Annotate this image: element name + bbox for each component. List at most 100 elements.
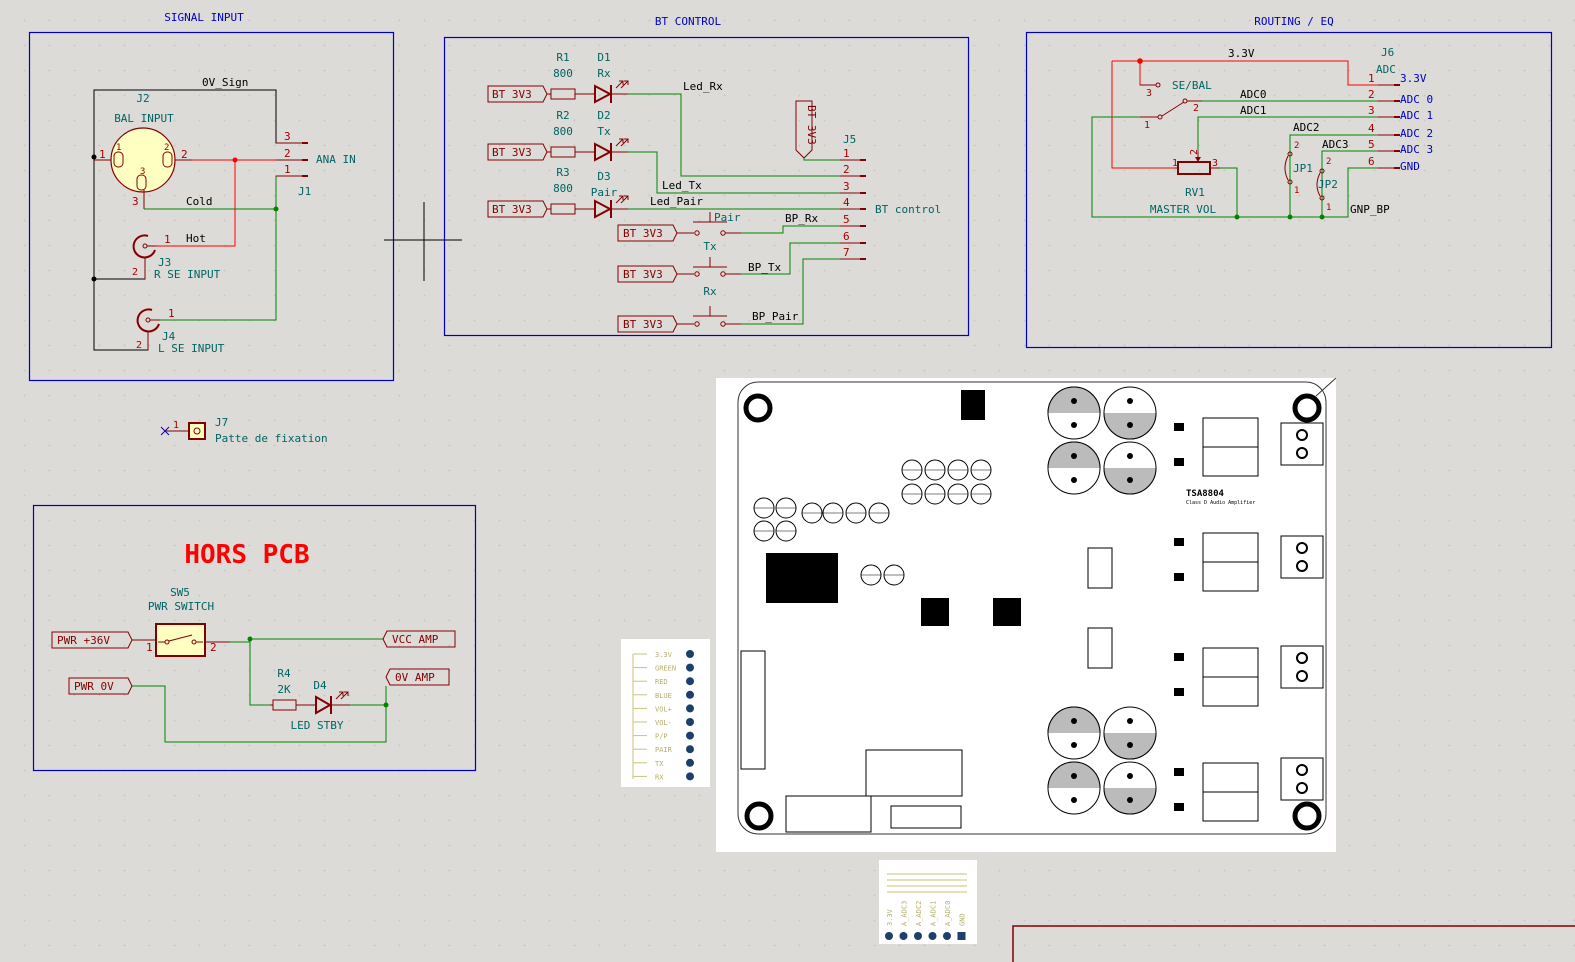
small-capacitor <box>753 497 775 519</box>
switch-se-bal[interactable]: 3 SE/BAL 2 1 <box>1140 79 1212 131</box>
svg-text:D2: D2 <box>597 109 610 122</box>
small-capacitor <box>845 502 867 524</box>
pin-number: 6 <box>843 230 850 243</box>
bulk-capacitor <box>1103 706 1157 760</box>
pin-number: 6 <box>1368 155 1375 168</box>
jumper-jp2[interactable]: JP2 2 1 <box>1316 157 1338 213</box>
j5-pin-6[interactable]: 6 <box>840 230 866 244</box>
small-capacitor <box>822 502 844 524</box>
svg-text:3: 3 <box>1212 158 1218 169</box>
pinout-row: BLUE <box>633 690 694 700</box>
svg-text:3: 3 <box>132 195 139 208</box>
power-label-pwr36v: PWR +36V <box>51 631 133 649</box>
bulk-capacitor <box>1047 761 1101 815</box>
dsp-chip <box>766 553 838 603</box>
resistor-r1[interactable] <box>550 88 576 100</box>
sheet-hors-pcb[interactable]: HORS PCB PWR +36V SW5 PWR SWITCH 1 2 VCC… <box>32 504 477 772</box>
svg-text:D4: D4 <box>313 679 327 692</box>
small-capacitor <box>924 459 946 481</box>
led-d4[interactable]: D4 LED STBY <box>291 679 350 732</box>
switch-sw5[interactable]: SW5 PWR SWITCH 1 2 <box>132 586 230 657</box>
switch-pair[interactable]: BT 3V3 Pair <box>617 211 741 242</box>
pinout-row: VOL- <box>633 718 694 727</box>
pin-name: ADC 2 <box>1400 127 1433 140</box>
svg-text:1: 1 <box>146 641 153 654</box>
pinout-row: PAIR <box>633 745 694 754</box>
svg-text:1: 1 <box>173 420 179 431</box>
svg-text:2: 2 <box>210 641 217 654</box>
j5-pin-7[interactable]: 7 <box>840 246 866 260</box>
wire-adc1 <box>1197 116 1378 152</box>
wire-cold-j4 <box>160 175 300 321</box>
sheet-routing-eq[interactable]: ROUTING / EQ 3.3V 3 SE/BAL 2 1 ADC0 ADC1… <box>1025 15 1553 349</box>
svg-text:LED STBY: LED STBY <box>291 719 344 732</box>
j5-pin-5[interactable]: 5 <box>840 213 866 227</box>
j2-bal-input-connector[interactable]: J2 BAL INPUT 1 2 3 1 2 3 <box>94 92 192 209</box>
j6-value: ADC <box>1376 63 1396 76</box>
svg-text:2: 2 <box>136 340 142 351</box>
svg-text:R1: R1 <box>556 51 569 64</box>
small-capacitor <box>883 564 905 586</box>
usb-header <box>785 795 872 833</box>
resistor-r4[interactable]: R4 2K <box>270 667 316 711</box>
j2-value: BAL INPUT <box>114 112 174 125</box>
wire-gnd-bp <box>1091 116 1378 218</box>
pin-name: ADC 0 <box>1400 93 1433 106</box>
led-d1[interactable] <box>594 84 613 104</box>
pinout-row: P/P <box>633 731 694 741</box>
led-d3[interactable] <box>594 199 613 219</box>
svg-text:BT 3V3: BT 3V3 <box>805 105 818 145</box>
j4-l-se-input[interactable]: 1 2 J4 L SE INPUT <box>136 307 225 355</box>
j1-ana-in-connector[interactable]: 3 2 1 ANA IN J1 <box>276 130 356 198</box>
sheet-bt-control[interactable]: BT CONTROL BT 3V3 R1 800 D1 Rx BT 3V3 R2… <box>443 15 970 337</box>
j5-pin-3[interactable]: 3 <box>840 180 866 194</box>
potentiometer-rv1[interactable]: 1 2 3 RV1 MASTER VOL <box>1150 149 1220 216</box>
j3-r-se-input[interactable]: 1 2 J3 R SE INPUT <box>132 233 221 281</box>
led-row-d2[interactable]: BT 3V3 R2 800 D2 Tx <box>487 109 629 162</box>
j7-ref: J7 <box>215 416 228 429</box>
svg-text:Rx: Rx <box>597 67 611 80</box>
led-row-d1[interactable]: BT 3V3 R1 800 D1 Rx <box>487 51 629 104</box>
j5-pin-4[interactable]: 4 <box>840 196 866 210</box>
svg-text:Pair: Pair <box>591 186 618 199</box>
svg-text:Tx: Tx <box>597 125 611 138</box>
j5-pin-2[interactable]: 2 <box>840 163 866 177</box>
junction <box>1234 214 1240 220</box>
pin-number: 1 <box>843 147 850 160</box>
switch-rx[interactable]: BT 3V3 Rx <box>617 285 741 333</box>
pin-label: VOL+ <box>655 705 672 713</box>
led-row-d3[interactable]: BT 3V3 R3 800 D3 Pair <box>487 166 629 219</box>
led-d2[interactable] <box>594 142 613 162</box>
power-label-0v-amp: 0V AMP <box>385 668 450 686</box>
pin-number: 5 <box>843 213 850 226</box>
switch-tx[interactable]: BT 3V3 Tx <box>617 240 741 283</box>
small-capacitor <box>970 483 992 505</box>
pcb-outline <box>737 381 1327 835</box>
power-label-pwr-0v: PWR 0V <box>68 677 133 695</box>
jumper-jp1[interactable]: JP1 2 1 <box>1284 141 1313 196</box>
mcu-chip <box>921 598 949 626</box>
resistor-r2[interactable] <box>550 146 576 158</box>
sheet-signal-input[interactable]: SIGNAL INPUT 0V_Sign J2 BAL INPUT 1 2 3 … <box>28 11 395 382</box>
j7-mounting-tab[interactable]: 1 J7 Patte de fixation <box>160 416 328 445</box>
pcb-reference-image[interactable]: TSA8804 Class D Audio Amplifier <box>716 377 1337 852</box>
resistor-r3[interactable] <box>550 203 576 215</box>
net-label-adc1: ADC1 <box>1240 104 1267 117</box>
j3-ref: J3 <box>158 256 171 269</box>
sheet-border <box>32 504 477 772</box>
small-capacitor <box>775 497 797 519</box>
j5-pin-1[interactable]: 1 <box>840 147 866 161</box>
pin-name: 3.3V <box>1400 72 1427 85</box>
svg-text:1: 1 <box>116 143 121 153</box>
pinout-row: RX <box>633 772 694 781</box>
svg-text:800: 800 <box>553 67 573 80</box>
